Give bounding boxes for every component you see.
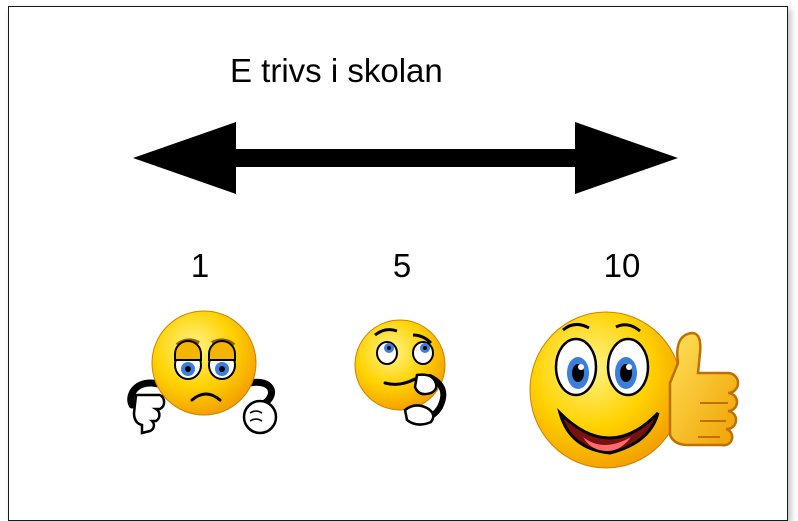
slide-title: E trivs i skolan xyxy=(230,52,443,89)
sad-thumbs-down-emoji-icon xyxy=(127,310,278,435)
happy-thumbs-up-emoji-icon xyxy=(529,311,740,469)
thinking-emoji-icon xyxy=(354,319,447,426)
scale-label-5: 5 xyxy=(392,247,412,284)
scale-label-1: 1 xyxy=(190,247,210,284)
scale-label-10: 10 xyxy=(603,247,641,284)
